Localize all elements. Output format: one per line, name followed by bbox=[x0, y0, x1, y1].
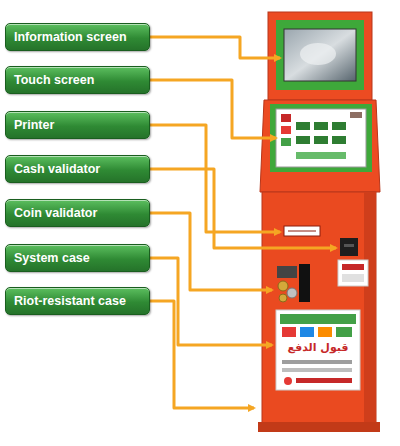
leader-arrow bbox=[150, 37, 280, 58]
screen-icon bbox=[314, 122, 328, 130]
sticker-line bbox=[282, 360, 352, 364]
touch-screen bbox=[276, 109, 366, 167]
coin bbox=[279, 294, 287, 302]
printer-slot bbox=[284, 226, 320, 236]
sticker-logo bbox=[336, 327, 352, 337]
screen-icon bbox=[296, 122, 310, 130]
part-name: Cash validator bbox=[14, 162, 100, 176]
screen-face bbox=[300, 43, 336, 65]
display-frame bbox=[276, 20, 364, 90]
system-case bbox=[262, 192, 376, 424]
case-side-shade bbox=[364, 192, 376, 424]
leader-arrow bbox=[150, 301, 254, 408]
leader-arrow bbox=[150, 213, 272, 290]
label-box: Cash validator bbox=[5, 155, 150, 183]
display-housing bbox=[268, 12, 372, 100]
part-name: Information screen bbox=[14, 30, 127, 44]
part-name: Printer bbox=[14, 118, 54, 132]
part-name: Touch screen bbox=[14, 73, 94, 87]
cash-validator bbox=[340, 238, 358, 256]
label-box: Coin validator bbox=[5, 199, 150, 227]
sticker-band bbox=[342, 264, 364, 270]
cash-slot bbox=[344, 244, 354, 247]
screen-icon bbox=[281, 114, 291, 122]
screen-icon bbox=[281, 126, 291, 134]
screen-icon bbox=[332, 122, 346, 130]
screen-icon bbox=[296, 136, 310, 144]
leader-arrow bbox=[150, 169, 336, 248]
label-box: Riot-resistant case bbox=[5, 287, 150, 315]
label-box: Printer bbox=[5, 111, 150, 139]
label-box: Information screen bbox=[5, 23, 150, 51]
information-screen bbox=[284, 29, 356, 81]
screen-icon bbox=[332, 136, 346, 144]
sticker-logo bbox=[284, 377, 292, 385]
screen-icon bbox=[350, 112, 362, 118]
kiosk-base bbox=[258, 422, 380, 432]
touch-housing bbox=[260, 100, 380, 192]
leader-arrow bbox=[150, 80, 276, 138]
label-box: System case bbox=[5, 244, 150, 272]
sticker-line bbox=[296, 378, 352, 383]
sticker-text: قبول الدفع bbox=[278, 341, 358, 354]
screen-icon bbox=[281, 138, 291, 146]
label-box: Touch screen bbox=[5, 66, 150, 94]
part-name: System case bbox=[14, 251, 90, 265]
sticker-logo bbox=[318, 327, 332, 337]
sticker-band bbox=[342, 274, 364, 282]
coin bbox=[278, 281, 288, 291]
screen-icon bbox=[314, 136, 328, 144]
printer-slot-line bbox=[288, 231, 316, 232]
part-name: Riot-resistant case bbox=[14, 294, 126, 308]
screen-icon bbox=[296, 152, 346, 159]
small-sticker bbox=[338, 260, 368, 286]
touch-frame bbox=[270, 104, 372, 172]
coin-validator bbox=[299, 264, 310, 302]
payment-sticker bbox=[276, 310, 360, 390]
sticker-band bbox=[280, 314, 356, 324]
sticker-line bbox=[282, 368, 352, 372]
sticker-logo bbox=[282, 327, 296, 337]
coin-slot bbox=[277, 266, 297, 278]
sticker-logo bbox=[300, 327, 314, 337]
coin bbox=[287, 288, 297, 298]
part-name: Coin validator bbox=[14, 206, 97, 220]
